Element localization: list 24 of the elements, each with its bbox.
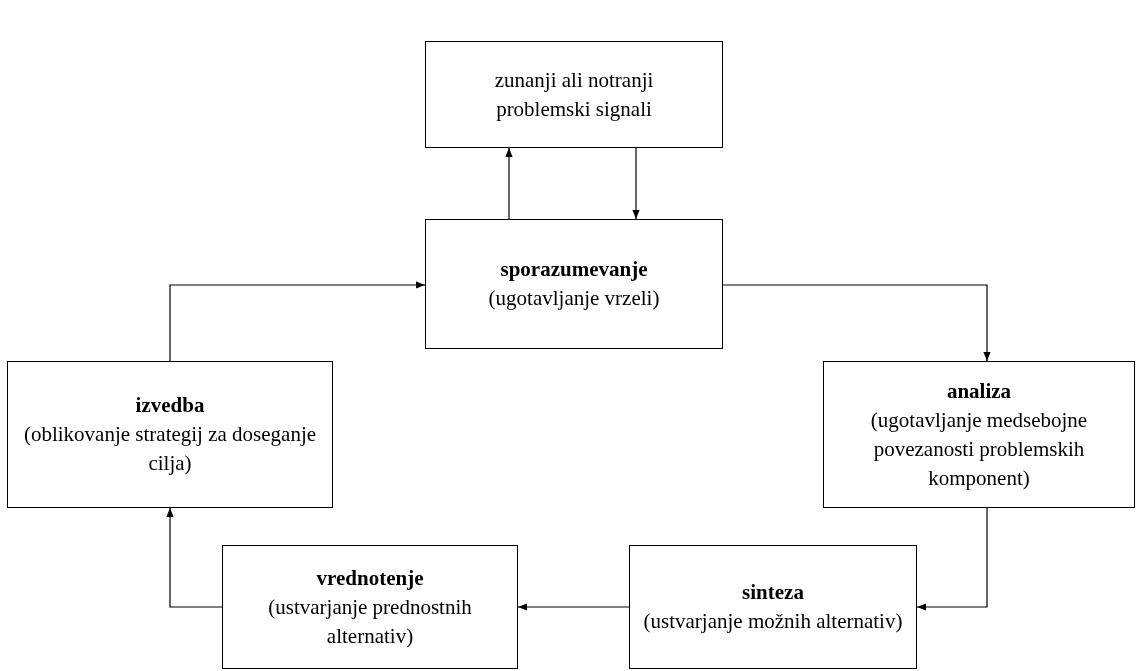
process-box	[629, 545, 917, 669]
box-text: (oblikovanje strategij za doseganje cilja)	[22, 421, 318, 477]
box-text: (ustvarjanje prednostnih alternativ)	[267, 593, 473, 650]
box-heading: sinteza	[742, 579, 804, 606]
arrow	[916, 507, 988, 611]
process-box	[7, 361, 333, 508]
process-box	[425, 219, 723, 349]
box-text: (ugotavljanje medsebojne povezanosti problemskih komponent)	[869, 406, 1089, 492]
arrow	[517, 603, 630, 611]
box-heading: sporazumevanje	[500, 256, 648, 283]
arrow	[166, 507, 223, 608]
process-box	[823, 361, 1135, 508]
box-text: (ustvarjanje možnih alternativ)	[643, 608, 903, 635]
box-heading: analiza	[946, 377, 1012, 405]
box-heading: vrednotenje	[316, 564, 424, 592]
arrow	[722, 284, 991, 362]
process-box	[425, 41, 723, 148]
box-heading: izvedba	[135, 392, 205, 419]
box-text: zunanji ali notranji problemski signali	[493, 66, 655, 123]
process-box	[222, 545, 518, 669]
box-text: (ugotavljanje vrzeli)	[488, 285, 660, 312]
arrow	[632, 147, 640, 220]
arrow	[505, 147, 513, 220]
arrow	[169, 281, 426, 362]
